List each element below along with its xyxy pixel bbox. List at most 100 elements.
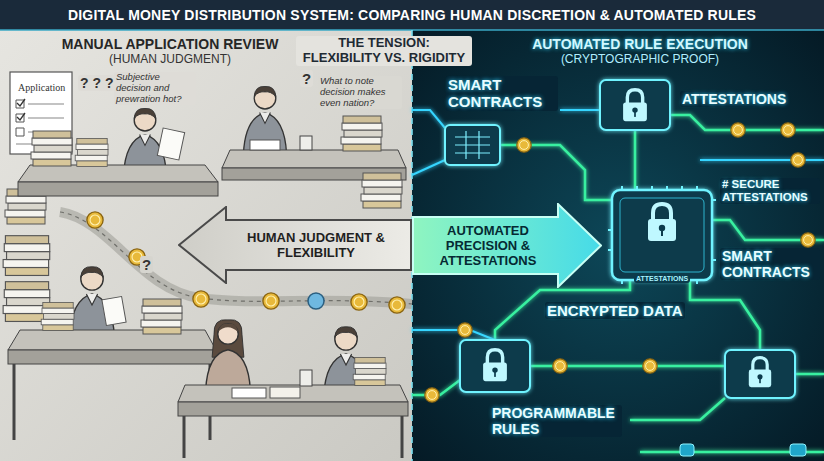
- office-sketch-part: [300, 370, 312, 386]
- token-coins-part: [553, 359, 567, 373]
- circuit-traces-part: [500, 145, 612, 200]
- token-coins-part: [791, 153, 805, 167]
- chips-part: [460, 340, 530, 392]
- token-coins-part: [731, 123, 745, 137]
- tech-label: SMART CONTRACTS: [446, 76, 558, 111]
- office-sketch-part: [341, 116, 382, 151]
- token-coins-part: [643, 359, 657, 373]
- panel-heading: MANUAL APPLICATION REVIEW: [40, 36, 300, 52]
- arrow-body: [179, 207, 411, 283]
- circuit-traces-part: [630, 398, 725, 420]
- office-sketch-part: [31, 131, 72, 166]
- label-anchor: # SECURE ATTESTATIONS: [720, 178, 820, 205]
- question-mark: ?: [140, 256, 153, 273]
- chips-part: [483, 350, 507, 381]
- label-anchor: Subjective decision and prewration hot?: [114, 72, 196, 106]
- arrow-text: AUTOMATED PRECISION & ATTESTATIONS: [422, 223, 554, 268]
- chips-part: [445, 125, 500, 165]
- office-sketch-part: [18, 182, 218, 196]
- tech-label: # SECURE ATTESTATIONS: [720, 178, 820, 204]
- token-coins-part: [458, 323, 472, 337]
- question-marks: ? ? ?: [78, 75, 115, 91]
- right-arrow: AUTOMATED PRECISION & ATTESTATIONS: [412, 203, 602, 288]
- chips-part: [612, 190, 712, 280]
- office-sketch: [3, 72, 412, 458]
- label-anchor: PROGRAMMABLE RULES: [490, 405, 622, 438]
- office-sketch-part: [87, 212, 103, 228]
- data-traces-part: [412, 110, 445, 128]
- tech-label: SMART CONTRACTS: [720, 248, 820, 280]
- panel-subheading: (CRYPTOGRAPHIC PROOF): [510, 52, 770, 67]
- office-sketch-part: [250, 140, 280, 150]
- token-coins-part: [781, 123, 795, 137]
- panel-subheading: (HUMAN JUDGMENT): [40, 52, 300, 67]
- label-anchor: ? ? ?: [78, 74, 115, 92]
- office-sketch-part: [178, 402, 408, 416]
- token-coins-part: [801, 233, 815, 247]
- office-sketch-part: [102, 296, 126, 325]
- panel-header: AUTOMATED RULE EXECUTION(CRYPTOGRAPHIC P…: [510, 36, 770, 67]
- chips-part: [648, 204, 676, 241]
- label-anchor: ATTESTATIONS: [680, 90, 788, 108]
- arrow-text: HUMAN JUDGMENT & FLEXIBILITY: [230, 230, 402, 260]
- data-traces-part: [412, 160, 445, 175]
- data-traces: [412, 110, 824, 340]
- label-anchor: SMART CONTRACTS: [720, 248, 820, 281]
- office-sketch-part: [351, 294, 367, 310]
- office-sketch-part: [193, 291, 209, 307]
- chips-part: [725, 350, 795, 398]
- office-sketch-part: [18, 165, 218, 182]
- office-sketch-part: [389, 297, 405, 313]
- office-sketch-part: [157, 128, 184, 160]
- circuit-traces: [412, 115, 824, 452]
- office-sketch-part: [41, 302, 74, 330]
- tech-label: ATTESTATIONS: [680, 91, 788, 107]
- data-traces-part: [412, 330, 495, 340]
- label-anchor: ATTESTATIONS: [634, 267, 690, 285]
- chips-part: [620, 198, 704, 272]
- office-sketch-part: [8, 330, 216, 350]
- question-mark: ?: [300, 70, 313, 87]
- panel-heading: AUTOMATED RULE EXECUTION: [510, 36, 770, 52]
- tension-heading: THE TENSION: FLEXIBILITY VS. RIGIDITY: [296, 36, 472, 66]
- office-sketch-part: [3, 236, 50, 276]
- office-sketch-part: [3, 282, 50, 322]
- chips-part: [623, 90, 647, 121]
- chips-part: [608, 186, 716, 284]
- office-sketch-part: [361, 173, 402, 208]
- label-anchor: SMART CONTRACTS: [446, 76, 558, 111]
- office-sketch-part: [270, 387, 300, 398]
- token-coins-part: [680, 444, 694, 456]
- panel-header: MANUAL APPLICATION REVIEW(HUMAN JUDGMENT…: [40, 36, 300, 67]
- label-anchor: What to note decision makes even nation?: [318, 76, 402, 110]
- tech-label: ENCRYPTED DATA: [545, 302, 685, 319]
- left-arrow: HUMAN JUDGMENT & FLEXIBILITY: [178, 206, 412, 284]
- circuit-traces-part: [634, 130, 637, 190]
- office-sketch-part: [222, 150, 406, 168]
- office-sketch-part: [263, 293, 279, 309]
- office-sketch-part: [17, 99, 25, 120]
- office-sketch-part: [75, 138, 108, 166]
- circuit-traces-part: [670, 115, 824, 130]
- office-sketch-part: [206, 320, 251, 391]
- diagram-title: DIGITAL MONEY DISTRIBUTION SYSTEM: COMPA…: [68, 7, 756, 23]
- office-sketch-part: [141, 299, 182, 334]
- office-sketch-part: [232, 388, 266, 398]
- label-anchor: ?: [300, 70, 313, 88]
- office-sketch-part: [308, 293, 324, 309]
- data-traces-part: [560, 109, 600, 111]
- circuit-traces-part: [690, 280, 760, 350]
- chips-part: [749, 358, 771, 388]
- grounds-part: [0, 30, 412, 461]
- label-anchor: Application: [16, 77, 67, 95]
- office-sketch-part: [353, 357, 386, 385]
- office-sketch-part: [243, 86, 286, 154]
- label-anchor: ?: [140, 256, 153, 274]
- chip-label: ATTESTATIONS: [634, 275, 690, 283]
- arrow-body: [413, 204, 601, 287]
- office-sketch-part: [8, 350, 216, 364]
- label-anchor: ENCRYPTED DATA: [545, 302, 685, 320]
- thought-note: Subjective decision and prewration hot?: [114, 72, 196, 105]
